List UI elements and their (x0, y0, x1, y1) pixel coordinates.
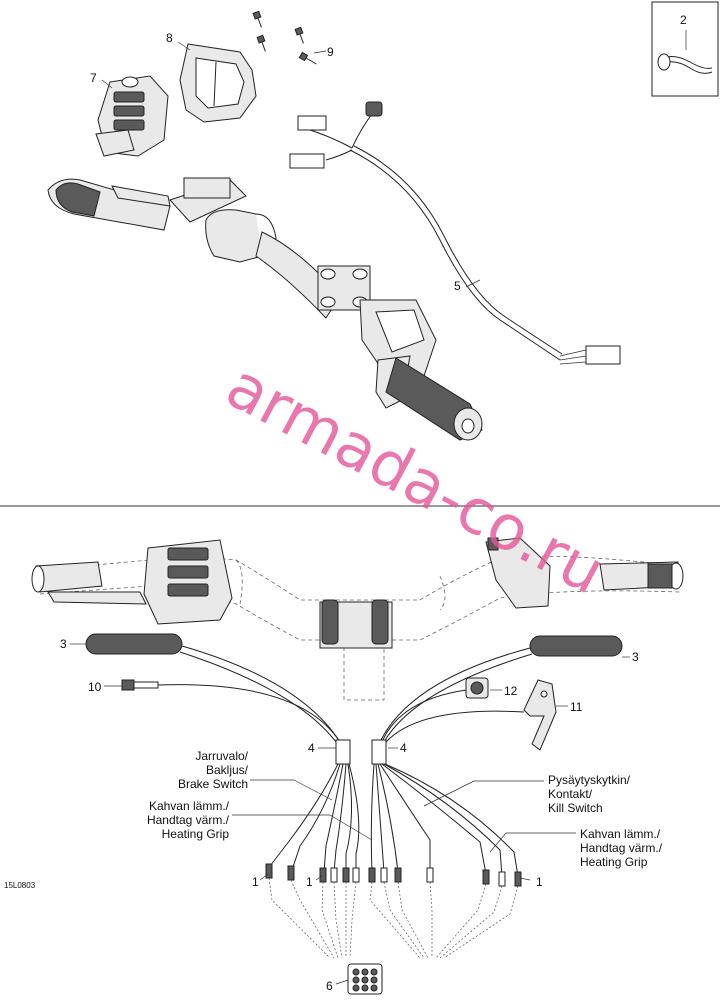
heating-grip-label-right: Kahvan lämm./ Handtag värm./ Heating Gri… (580, 827, 663, 869)
callout-11: 11 (570, 700, 583, 714)
heating-grip-left-line-1: Kahvan lämm./ (149, 799, 230, 813)
kill-switch-label-line-2: Kontakt/ (548, 787, 593, 801)
callout-4-right: 4 (400, 741, 407, 755)
handlebar-upper-view (47, 177, 483, 441)
callout-3-left: 3 (60, 637, 67, 651)
kill-switch-label: Pysäytyskytkin/ Kontakt/ Kill Switch (548, 773, 631, 815)
cable-tie-inset (651, 1, 719, 97)
brake-switch-label-line-2: Bakljus/ (206, 763, 249, 777)
callout-6: 6 (326, 979, 333, 993)
kill-switch-part-12 (465, 677, 502, 699)
figure-code: 15L0803 (4, 881, 36, 890)
switch-block-part-7 (95, 75, 169, 157)
left-grip-bottom (31, 539, 233, 625)
switch-housing-part-8 (177, 41, 257, 123)
callout-8: 8 (166, 31, 173, 45)
heating-grip-left-line-3: Heating Grip (162, 827, 230, 841)
callout-1-left: 1 (252, 875, 259, 889)
harness-wires (157, 645, 533, 887)
callout-12: 12 (504, 684, 518, 698)
heating-grip-left-line-2: Handtag värm./ (147, 813, 230, 827)
callout-1-middle: 1 (306, 875, 313, 889)
callout-7: 7 (90, 71, 97, 85)
brake-switch-label-line-3: Brake Switch (178, 777, 248, 791)
connector-dotted-leads (268, 877, 519, 959)
connector-part-6 (335, 963, 383, 995)
heating-element-right-part-3 (529, 635, 630, 658)
callout-10: 10 (88, 680, 102, 694)
kill-switch-label-line-3: Kill Switch (548, 801, 603, 815)
kill-switch-label-line-1: Pysäytyskytkin/ (548, 773, 631, 787)
right-grip-bottom (485, 537, 684, 609)
brake-switch-label-line-1: Jarruvalo/ (195, 749, 248, 763)
wiring-harness-part-5 (289, 101, 621, 365)
handlebar-phantom-outline (39, 555, 681, 701)
callout-5: 5 (454, 279, 461, 293)
label-leaders (232, 747, 576, 881)
heating-grip-label-left: Kahvan lämm./ Handtag värm./ Heating Gri… (147, 799, 230, 841)
callout-9: 9 (327, 45, 334, 59)
heating-grip-right-line-3: Heating Grip (580, 855, 648, 869)
center-clamp (319, 599, 393, 649)
bracket-part-11 (523, 679, 568, 751)
heating-element-left-part-3 (70, 633, 183, 655)
callout-4-left: 4 (308, 741, 315, 755)
brake-switch-sensor-part-10 (104, 679, 159, 691)
callout-2: 2 (680, 13, 687, 27)
callout-3-right: 3 (632, 650, 639, 664)
heating-grip-right-line-2: Handtag värm./ (580, 841, 663, 855)
heating-grip-right-line-1: Kahvan lämm./ (580, 827, 661, 841)
brake-switch-label: Jarruvalo/ Bakljus/ Brake Switch (178, 749, 249, 791)
callouts: 2 8 9 7 5 3 3 10 12 11 4 4 1 1 1 6 (60, 13, 687, 993)
callout-1-right: 1 (536, 875, 543, 889)
screws-part-9 (252, 10, 327, 65)
